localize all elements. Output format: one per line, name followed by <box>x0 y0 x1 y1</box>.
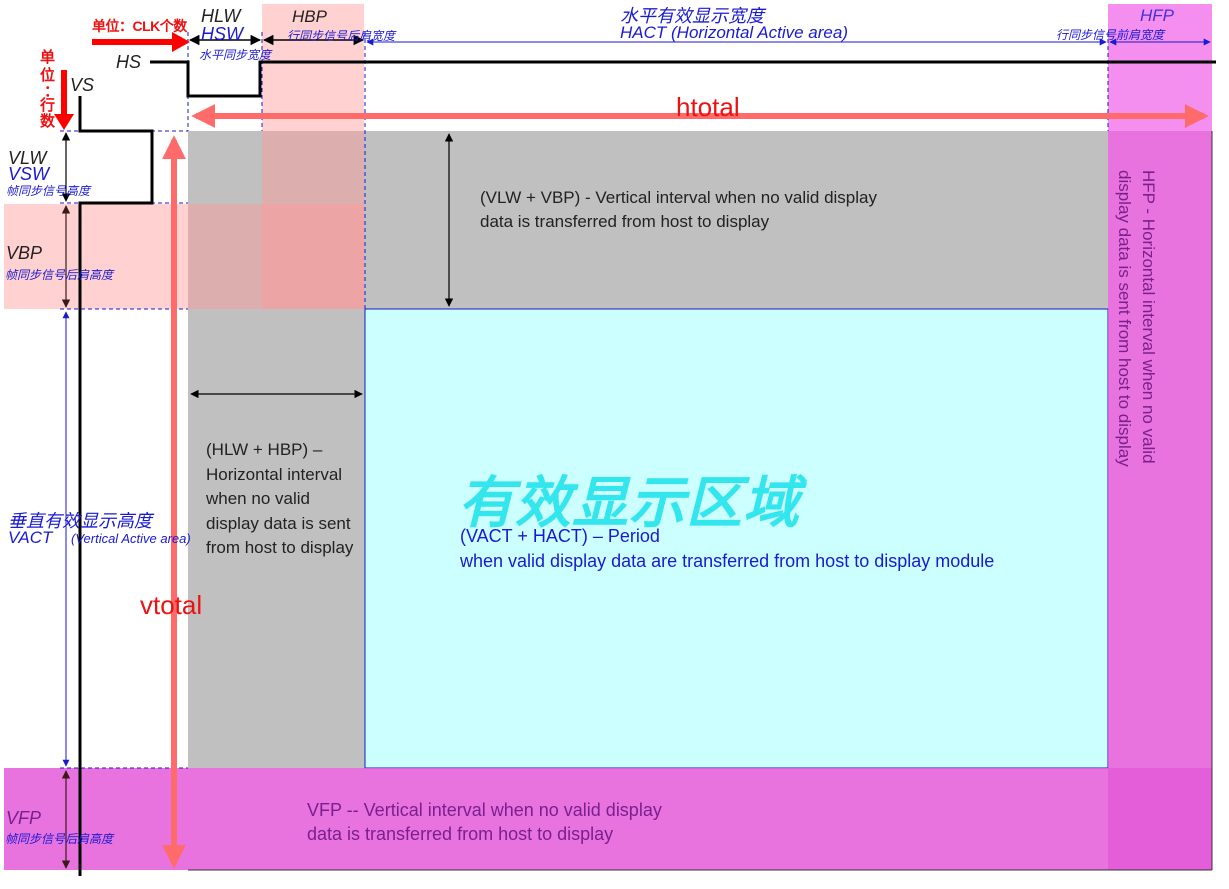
hsw-cn-label: 水平同步宽度 <box>199 48 272 62</box>
vs-label: VS <box>70 75 95 95</box>
hact-cn-label: 水平有效显示宽度 <box>620 6 764 26</box>
vbp-cn-label: 帧同步信号后肩高度 <box>5 268 114 282</box>
vsw-cn-label: 帧同步信号高度 <box>6 184 91 198</box>
vfp-note-line2: data is transferred from host to display <box>307 824 614 844</box>
vlw-label: VLW <box>8 148 47 168</box>
line-unit-char-4: 行 <box>40 97 56 114</box>
vs-signal-line <box>78 96 154 876</box>
vfp-cn-label: 帧同步信号后肩高度 <box>5 832 114 846</box>
hact-label: HACT (Horizontal Active area) <box>620 23 848 42</box>
vtotal-label: vtotal <box>140 590 203 620</box>
hfp-cn-label: 行同步信号前肩宽度 <box>1056 28 1165 42</box>
vfp-note-line1: VFP -- Vertical interval when no valid d… <box>307 800 662 820</box>
active-period-line2: when valid display data are transferred … <box>460 551 995 571</box>
horizontal-blank-region <box>188 309 365 768</box>
hsw-label: HSW <box>201 24 243 44</box>
vertical-blank-note: (VLW + VBP) - Vertical interval when no … <box>480 188 877 231</box>
line-unit-char-5: 数 <box>40 113 56 130</box>
hfp-label: HFP <box>1140 6 1174 25</box>
hs-signal-line <box>150 60 1216 98</box>
vfp-band <box>4 768 1212 870</box>
hlw-label: HLW <box>201 6 241 26</box>
htotal-label: htotal <box>676 92 740 122</box>
active-area-watermark: 有效显示区域 <box>458 471 800 534</box>
active-period-line1: (VACT + HACT) – Period <box>460 526 660 546</box>
line-unit-char-2: 位 <box>40 67 56 84</box>
vact-cn-label: 垂直有效显示高度 <box>8 511 152 531</box>
vbp-label: VBP <box>6 243 43 263</box>
vfp-label: VFP <box>6 808 42 828</box>
hbp-label: HBP <box>292 7 327 26</box>
line-unit-arrowhead <box>54 114 74 130</box>
vbp-band <box>4 204 364 309</box>
clk-unit-arrowhead <box>172 32 190 52</box>
line-unit-char-3: ： <box>44 83 60 100</box>
hfp-note: HFP - Horizontal interval when no valid … <box>1115 170 1158 467</box>
hbp-cn-label: 行同步信号后肩宽度 <box>287 29 396 43</box>
hfp-band <box>1108 4 1212 870</box>
horizontal-blank-note: (HLW + HBP) – Horizontal interval when n… <box>206 440 354 557</box>
vertical-blank-region <box>188 131 1108 309</box>
hs-label: HS <box>116 52 142 72</box>
clk-unit-label: 单位：CLK个数 <box>92 18 187 34</box>
hbp-band <box>262 4 364 309</box>
vact-label: VACT <box>8 528 53 547</box>
vact-en-label: (Vertical Active area) <box>71 531 191 546</box>
vsw-label: VSW <box>8 164 50 184</box>
active-display-region <box>364 308 1109 769</box>
line-unit-char-1: 单 <box>40 49 56 66</box>
